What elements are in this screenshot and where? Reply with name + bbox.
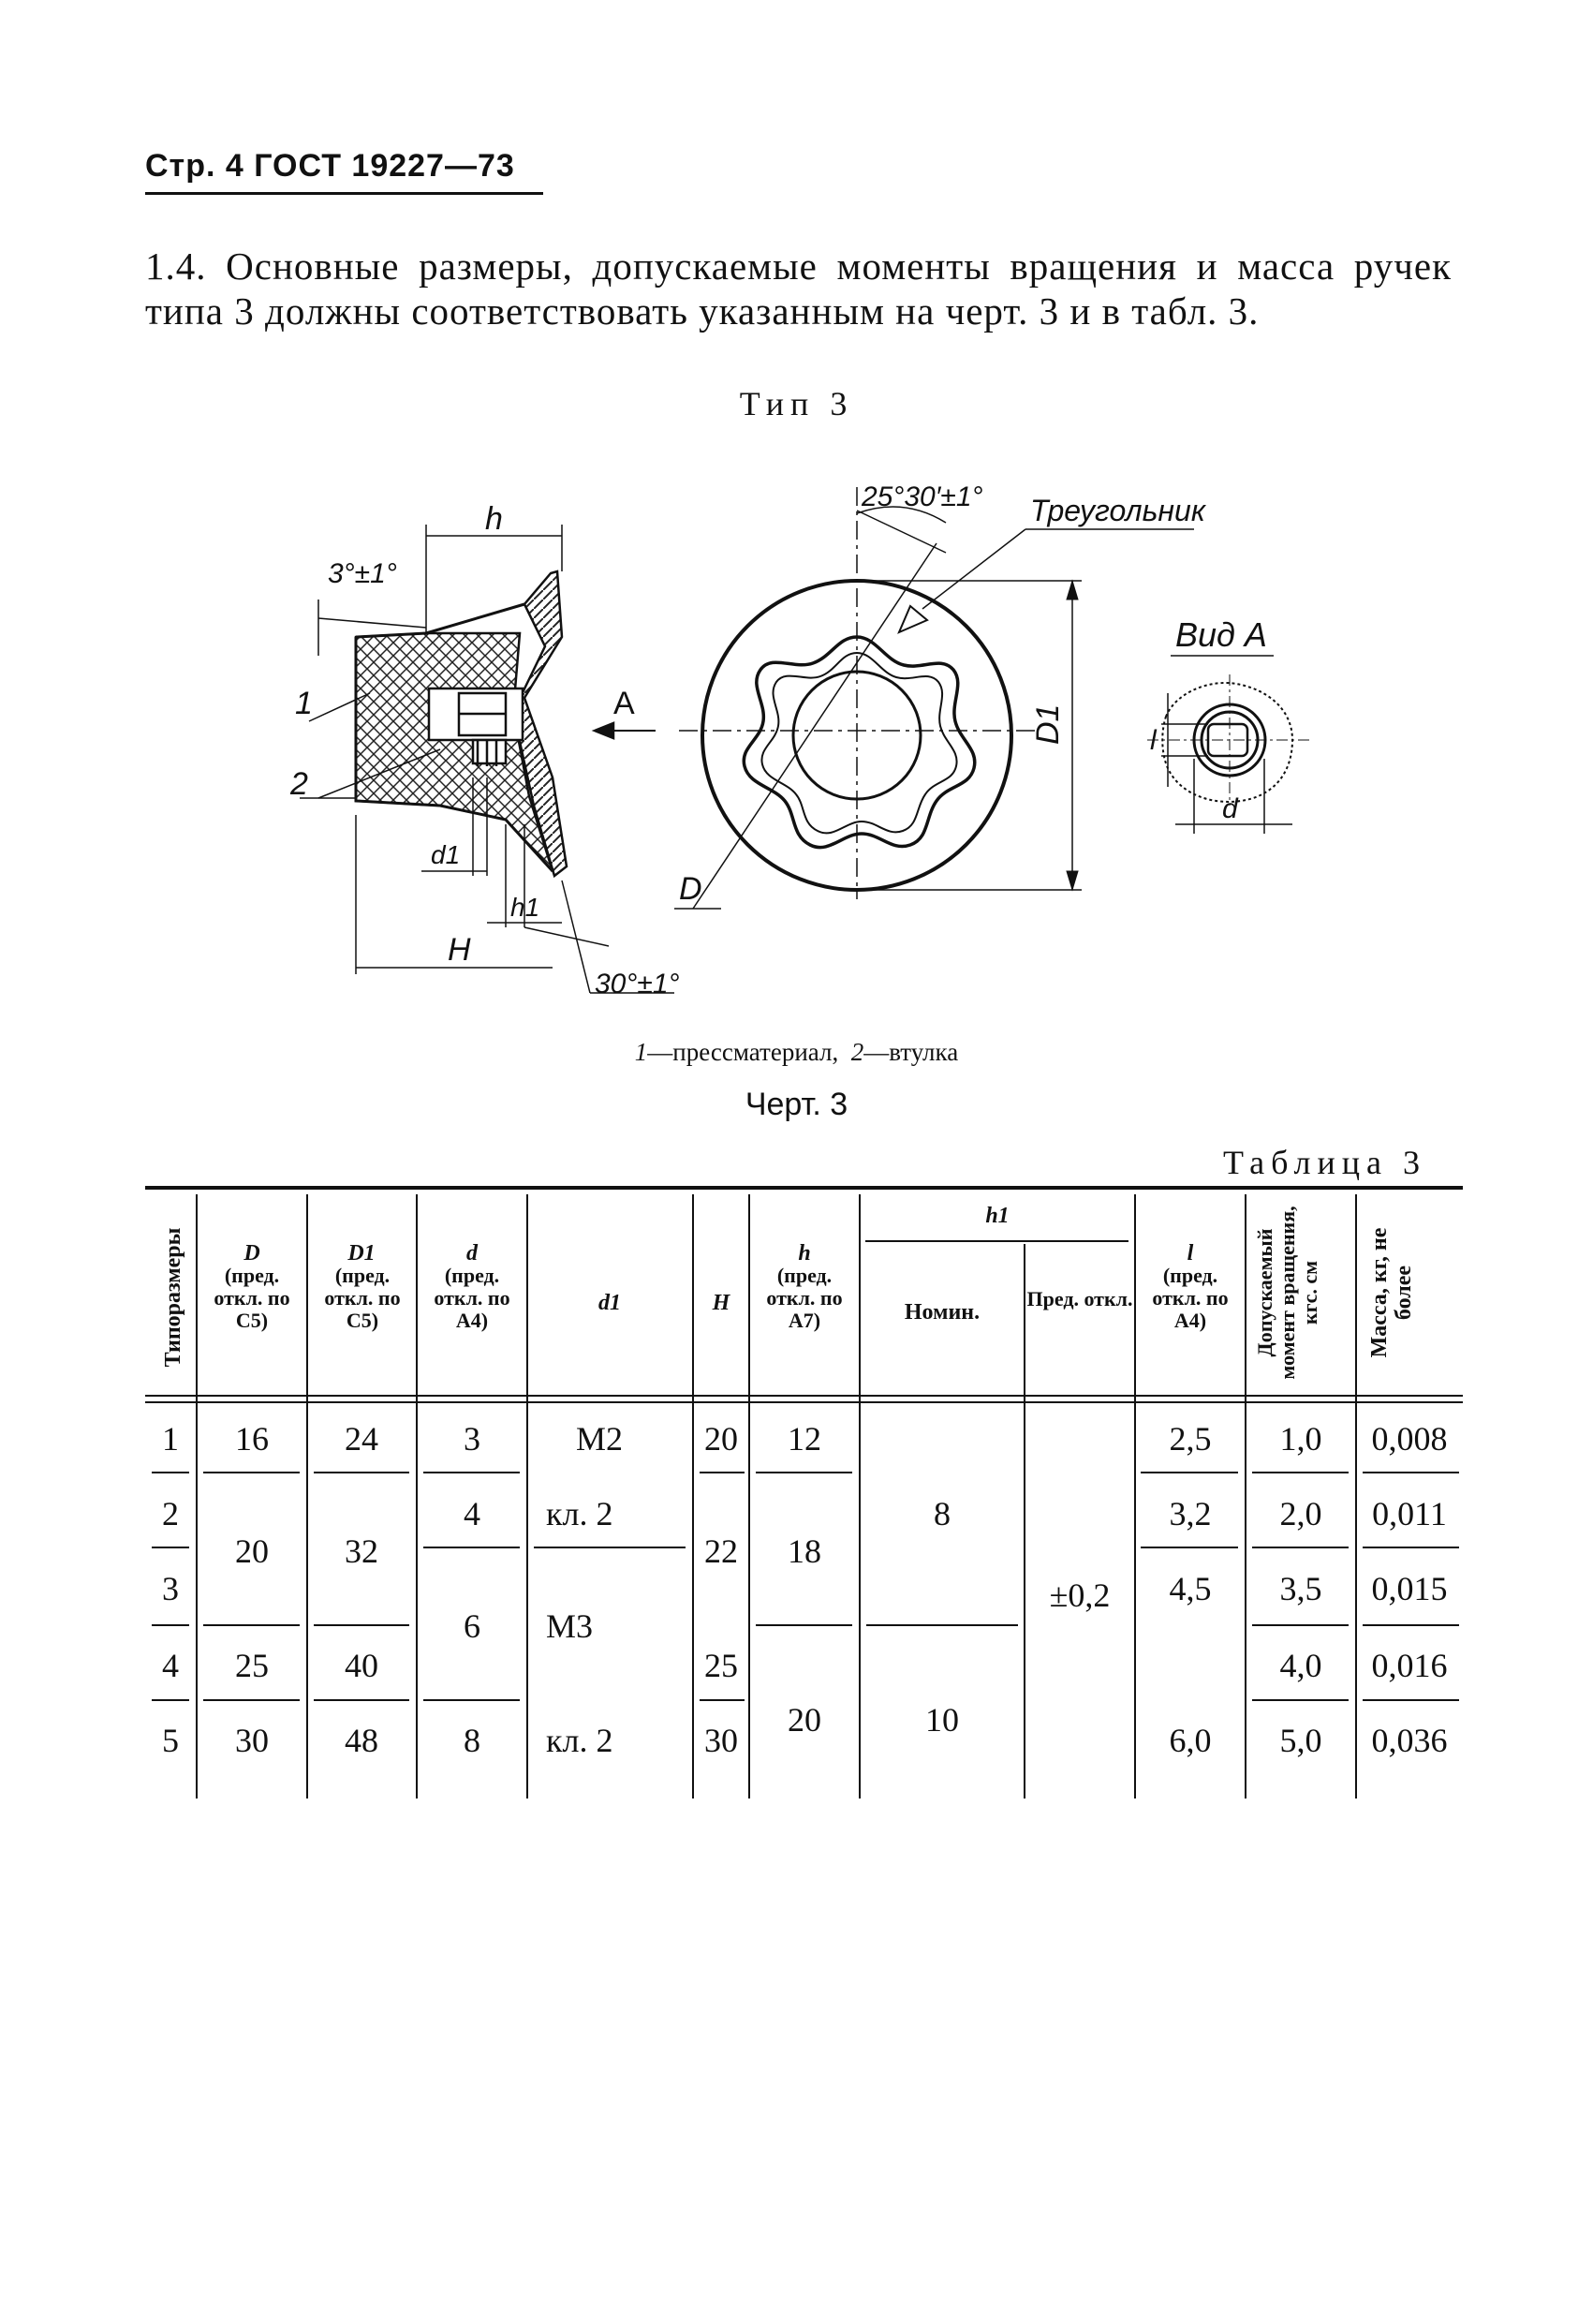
cell-moment-4: 4,0 (1280, 1647, 1322, 1684)
cell-d1-m3: M3 (546, 1607, 593, 1645)
label-arrow-a: A (613, 686, 635, 721)
header-tiporazmery: Типоразмеры (161, 1227, 185, 1367)
cell-D-30: 30 (235, 1722, 269, 1759)
label-l: l (1150, 725, 1158, 756)
label-h: h (485, 501, 503, 537)
type-label: Тип 3 (739, 385, 854, 422)
cell-d-8: 8 (464, 1722, 480, 1759)
technical-drawing: h 3°±1° 1 2 A d1 h1 H 30°±1° 25°30′±1° Т… (289, 481, 1311, 999)
label-angle-3: 3°±1° (328, 558, 397, 589)
cell-h1-nom-8: 8 (934, 1495, 951, 1532)
cell-l-4-5: 4,5 (1170, 1570, 1212, 1607)
caption-num-1: 1 (634, 1038, 648, 1066)
cell-D1-32: 32 (345, 1532, 378, 1570)
cell-massa-3: 0,015 (1372, 1570, 1448, 1607)
header-H: H (712, 1291, 731, 1315)
cell-d1-kl2-b: кл. 2 (546, 1722, 612, 1759)
caption-text-1: —прессматериал, (647, 1038, 839, 1066)
callout-1: 1 (295, 686, 313, 721)
cell-type-4: 4 (162, 1647, 179, 1684)
label-D1: D1 (1030, 704, 1066, 745)
cell-l-2-5: 2,5 (1170, 1420, 1212, 1458)
cell-moment-3: 3,5 (1280, 1570, 1322, 1607)
label-h1: h1 (510, 893, 539, 922)
side-section-view (300, 525, 674, 994)
header-D-sub: (пред. откл. по C5) (214, 1265, 290, 1332)
header-d: d (466, 1241, 479, 1266)
cell-type-1: 1 (162, 1420, 179, 1458)
table-title: Таблица 3 (1223, 1144, 1426, 1181)
label-H: H (448, 932, 471, 968)
cell-d1-m2: M2 (576, 1420, 623, 1458)
label-view-a: Вид А (1175, 615, 1267, 654)
header-h1-nom: Номин. (905, 1300, 980, 1325)
cell-d-6: 6 (464, 1607, 480, 1645)
label-D: D (679, 871, 702, 907)
cell-massa-5: 0,036 (1372, 1722, 1448, 1759)
cell-D-25: 25 (235, 1647, 269, 1684)
header-h1: h1 (985, 1204, 1009, 1228)
drawing-caption: 1—прессматериал, 2—втулка (0, 1038, 1593, 1067)
cell-d-3: 3 (464, 1420, 480, 1458)
cell-l-6-0: 6,0 (1170, 1722, 1212, 1759)
cell-type-2: 2 (162, 1495, 179, 1532)
view-a (1147, 655, 1311, 834)
header-d-sub: (пред. откл. по A4) (434, 1265, 510, 1332)
cell-d-4: 4 (464, 1495, 480, 1532)
cell-D1-48: 48 (345, 1722, 378, 1759)
cell-D-20: 20 (235, 1532, 269, 1570)
cell-type-3: 3 (162, 1570, 179, 1607)
cell-D1-40: 40 (345, 1647, 378, 1684)
cell-H-22: 22 (704, 1532, 738, 1570)
label-d: d (1222, 793, 1239, 824)
label-triangle: Треугольник (1030, 494, 1207, 527)
callout-2: 2 (289, 766, 308, 802)
cell-moment-2: 2,0 (1280, 1495, 1322, 1532)
cell-massa-4: 0,016 (1372, 1647, 1448, 1684)
label-d1-small: d1 (431, 840, 460, 869)
header-h: h (798, 1241, 810, 1266)
header-l-sub: (пред. откл. по A4) (1152, 1265, 1229, 1332)
header-moment: Допускаемый момент вращения, кгс. см (1254, 1206, 1321, 1380)
header-D1-sub: (пред. откл. по C5) (324, 1265, 401, 1332)
caption-num-2: 2 (850, 1038, 864, 1066)
cell-h-18: 18 (788, 1532, 821, 1570)
cell-D1-24: 24 (345, 1420, 378, 1458)
cell-D-16: 16 (235, 1420, 269, 1458)
cell-massa-2: 0,011 (1372, 1495, 1447, 1532)
cell-h1-pred: ±0,2 (1050, 1576, 1111, 1614)
cell-h-12: 12 (788, 1420, 821, 1458)
cell-massa-1: 0,008 (1372, 1420, 1448, 1458)
caption-text-2: —втулка (863, 1038, 959, 1066)
paragraph-1-4: 1.4. Основные размеры, допускаемые момен… (145, 244, 1452, 333)
label-angle-30: 30°±1° (595, 969, 680, 999)
cell-d1-kl2-a: кл. 2 (546, 1495, 612, 1532)
header-h1-pred: Пред. откл. (1026, 1288, 1133, 1310)
header-h-sub: (пред. откл. по A7) (766, 1265, 843, 1332)
label-angle-25: 25°30′±1° (861, 481, 983, 512)
cell-type-5: 5 (162, 1722, 179, 1759)
header-d1: d1 (598, 1291, 621, 1315)
header-massa: Масса, кг, не более (1367, 1227, 1416, 1358)
figure-label: Черт. 3 (745, 1087, 848, 1122)
cell-h1-nom-10: 10 (925, 1701, 959, 1739)
cell-moment-5: 5,0 (1280, 1722, 1322, 1759)
cell-h-20: 20 (788, 1701, 821, 1739)
cell-H-20: 20 (704, 1420, 738, 1458)
header-D1: D1 (347, 1241, 375, 1266)
page-header: Стр. 4 ГОСТ 19227—73 (145, 148, 515, 184)
header-l: l (1187, 1241, 1194, 1266)
cell-l-3-2: 3,2 (1170, 1495, 1212, 1532)
header-rule (145, 192, 543, 195)
header-D: D (243, 1241, 259, 1266)
cell-H-25: 25 (704, 1647, 738, 1684)
front-view (674, 487, 1194, 910)
cell-H-30: 30 (704, 1722, 738, 1759)
cell-moment-1: 1,0 (1280, 1420, 1322, 1458)
